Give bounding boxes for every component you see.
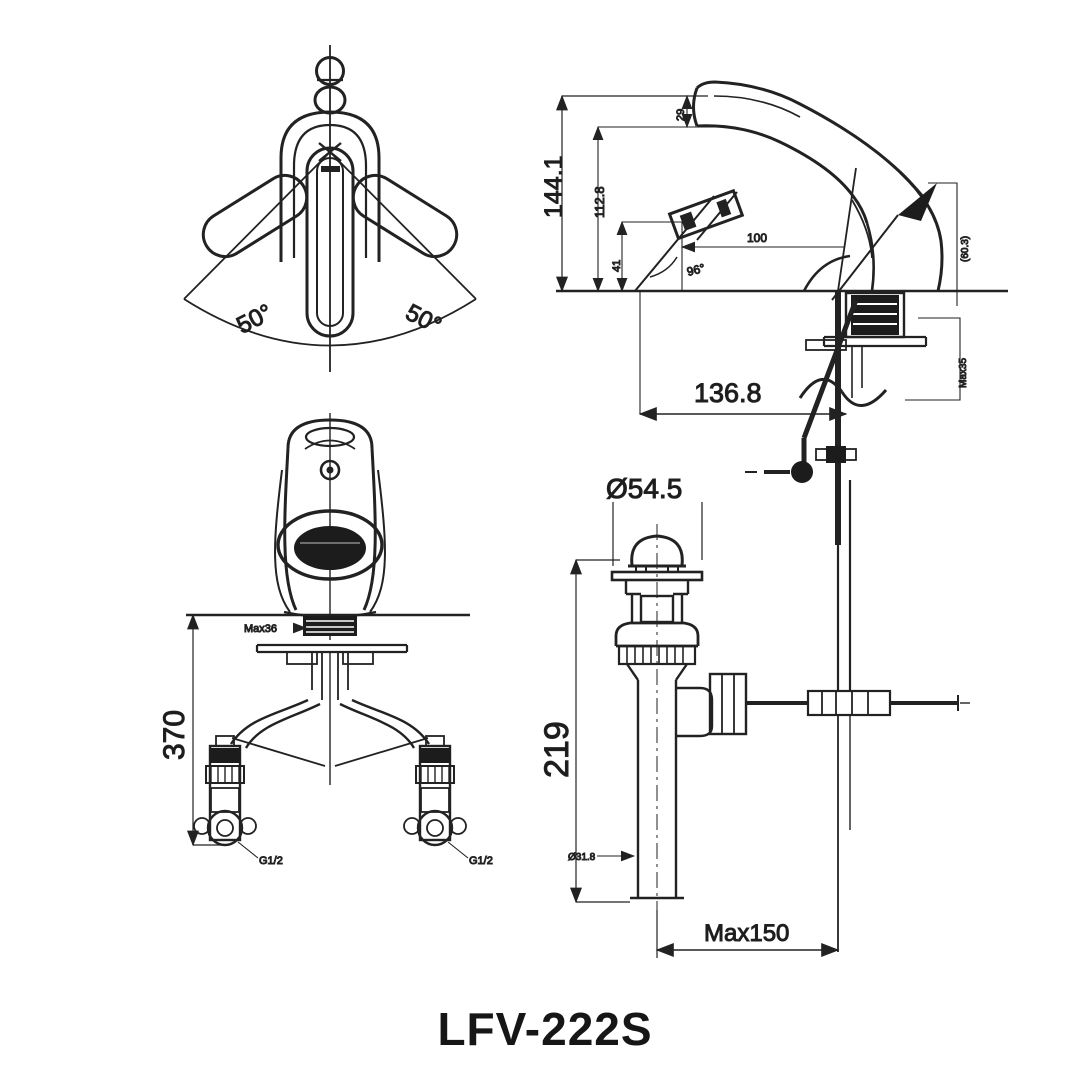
dim-handle-height: (60.3) [960, 236, 971, 262]
faucet-body-outline [692, 80, 944, 292]
model-number: LFV-222S [437, 1003, 653, 1055]
popup-rod [745, 291, 857, 952]
dim-outlet-height: 41 [611, 260, 623, 272]
dim-inner-height: 112.8 [592, 186, 607, 218]
lever-handle [831, 183, 937, 301]
dim-outlet-angle: 96° [685, 261, 706, 279]
label-left-thread: G1/2 [259, 855, 283, 867]
label-right-thread: G1/2 [469, 855, 493, 867]
front-body [274, 418, 386, 619]
dim-angle-right: 50° [401, 299, 446, 340]
supply-hoses [229, 698, 431, 767]
dim-pipe-dia: Ø31.8 [568, 852, 596, 863]
drain-body [614, 580, 700, 900]
dim-flange-dia: Ø54.5 [606, 473, 682, 504]
check-valve-left: G1/2 [193, 735, 283, 868]
popup-plug [610, 534, 704, 582]
dim-reach-total: 136.8 [694, 378, 762, 408]
tee-fitting [676, 672, 970, 738]
dim-deck-max-front: Max36 [244, 623, 277, 635]
dim-body-length: 219 [538, 721, 576, 778]
dim-deck-max-side: Max35 [958, 358, 969, 388]
top-view: 50° 50° [183, 45, 477, 372]
drain-view: Ø54.5 [538, 473, 970, 958]
mounting-shank [798, 291, 928, 462]
front-mounting [255, 616, 409, 700]
front-view: Max36 G1/2 [158, 413, 493, 868]
dim-overall-height: 144.1 [540, 155, 568, 218]
aerator [667, 188, 745, 241]
dim-reach-inner: 100 [747, 231, 767, 245]
dim-tip-offset: 29 [675, 109, 687, 121]
handle-right [351, 173, 459, 259]
dim-angle-left: 50° [232, 299, 277, 340]
dim-rod-reach: Max150 [704, 920, 789, 947]
check-valve-right: G1/2 [403, 735, 493, 868]
side-view: 144.1 112.8 29 41 100 96° (60.3) [540, 80, 1008, 952]
dim-hose-length: 370 [158, 710, 191, 760]
handle-left [201, 173, 309, 259]
